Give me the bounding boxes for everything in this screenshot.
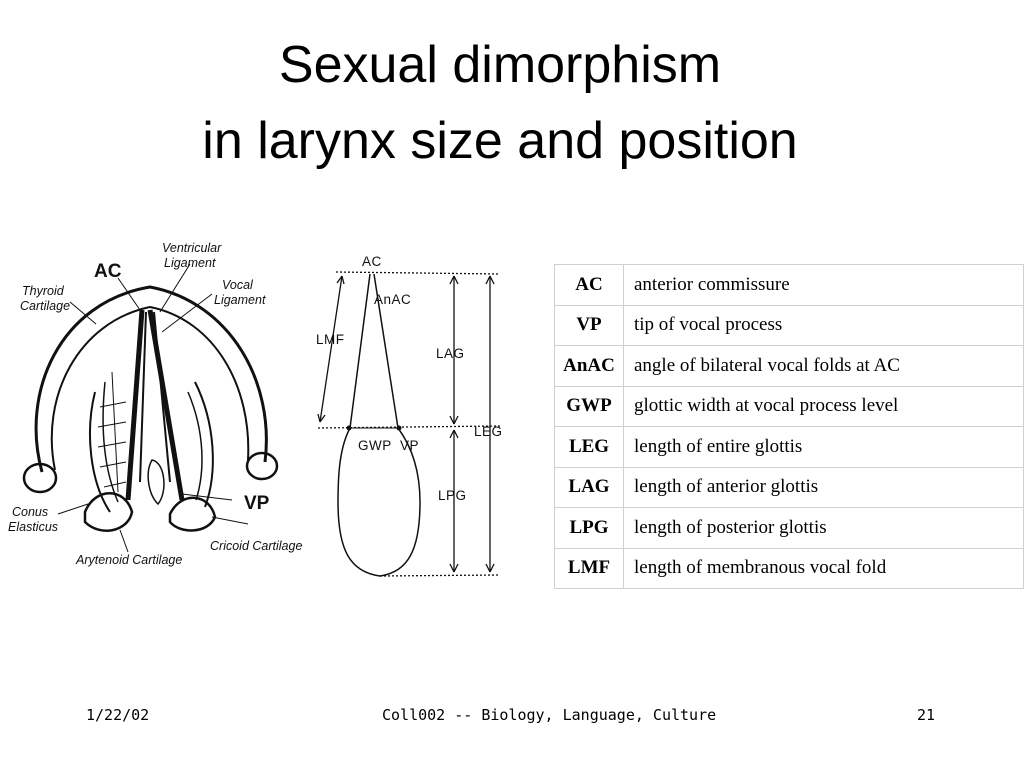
abbr-cell: GWP bbox=[554, 385, 624, 427]
label-conus-1: Conus bbox=[12, 505, 48, 519]
slide-title-line2: in larynx size and position bbox=[202, 112, 798, 170]
meaning-cell: angle of bilateral vocal folds at AC bbox=[623, 345, 1024, 387]
label-lmf: LMF bbox=[316, 332, 345, 347]
label-leg: LEG bbox=[474, 424, 503, 439]
meaning-cell: glottic width at vocal process level bbox=[623, 385, 1024, 427]
larynx-leader-lines bbox=[57, 263, 249, 553]
label-thyroid-1: Thyroid bbox=[22, 284, 65, 298]
label-ventricular-1: Ventricular bbox=[162, 241, 222, 255]
meaning-cell: tip of vocal process bbox=[623, 304, 1024, 346]
label-ac-left: AC bbox=[94, 261, 122, 282]
label-vocal-1: Vocal bbox=[222, 278, 254, 292]
abbr-cell: LPG bbox=[554, 507, 624, 549]
label-conus-2: Elasticus bbox=[8, 520, 58, 534]
label-ac-right: AC bbox=[362, 254, 382, 269]
label-ventricular-2: Ligament bbox=[164, 256, 216, 270]
label-anac: AnAC bbox=[374, 292, 411, 307]
glottis-schematic bbox=[317, 271, 501, 577]
slide-title-line1: Sexual dimorphism bbox=[278, 36, 722, 94]
meaning-cell: length of anterior glottis bbox=[623, 466, 1024, 508]
abbr-cell: LEG bbox=[554, 426, 624, 468]
meaning-cell: length of entire glottis bbox=[623, 426, 1024, 468]
label-lag: LAG bbox=[436, 346, 465, 361]
vp-dot-left bbox=[346, 425, 352, 431]
label-cricoid: Cricoid Cartilage bbox=[210, 539, 302, 553]
abbr-cell: VP bbox=[554, 304, 624, 346]
meaning-cell: anterior commissure bbox=[623, 264, 1024, 306]
larynx-drawing bbox=[22, 285, 279, 532]
abbr-cell: LMF bbox=[554, 547, 624, 589]
label-vp-left: VP bbox=[244, 493, 270, 514]
label-vp-right: VP bbox=[400, 438, 419, 453]
footer-date: 1/22/02 bbox=[86, 706, 150, 724]
label-gwp: GWP bbox=[358, 438, 392, 453]
abbr-cell: AC bbox=[554, 264, 624, 306]
label-arytenoid: Arytenoid Cartilage bbox=[75, 553, 182, 567]
footer-page-number: 21 bbox=[917, 706, 936, 724]
larynx-diagram: AC Ventricular Ligament Vocal Ligament T… bbox=[8, 241, 503, 577]
abbr-cell: LAG bbox=[554, 466, 624, 508]
label-thyroid-2: Cartilage bbox=[20, 299, 70, 313]
abbr-cell: AnAC bbox=[554, 345, 624, 387]
label-vocal-2: Ligament bbox=[214, 293, 266, 307]
meaning-cell: length of posterior glottis bbox=[623, 507, 1024, 549]
meaning-cell: length of membranous vocal fold bbox=[623, 547, 1024, 589]
vp-dot-right bbox=[396, 425, 402, 431]
label-lpg: LPG bbox=[438, 488, 467, 503]
footer-course: Coll002 -- Biology, Language, Culture bbox=[382, 706, 717, 724]
